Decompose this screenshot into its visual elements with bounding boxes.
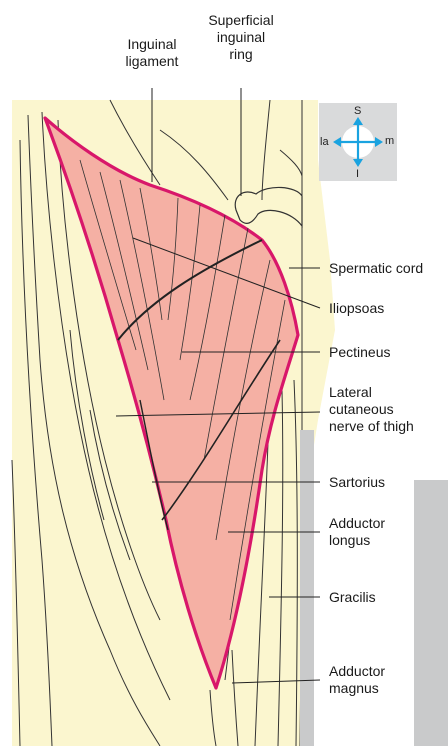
- label-iliopsoas: Iliopsoas: [329, 300, 384, 317]
- grey-side-strip: [414, 480, 448, 746]
- orientation-lateral: la: [320, 136, 329, 148]
- label-pectineus: Pectineus: [329, 344, 390, 361]
- label-adductor-magnus: Adductor magnus: [329, 663, 385, 697]
- label-superficial-inguinal-ring: Superficial inguinal ring: [191, 12, 291, 63]
- label-gracilis: Gracilis: [329, 589, 376, 606]
- orientation-superior: S: [354, 105, 361, 117]
- orientation-inferior: I: [356, 168, 359, 180]
- label-sartorius: Sartorius: [329, 474, 385, 491]
- label-inguinal-ligament: Inguinal ligament: [104, 36, 200, 70]
- label-spermatic-cord: Spermatic cord: [329, 260, 423, 277]
- grey-edge: [300, 430, 314, 746]
- orientation-compass: S I la m: [319, 103, 397, 181]
- label-lateral-cutaneous-nerve: Lateral cutaneous nerve of thigh: [329, 384, 414, 435]
- orientation-medial: m: [385, 135, 394, 147]
- label-adductor-longus: Adductor longus: [329, 515, 385, 549]
